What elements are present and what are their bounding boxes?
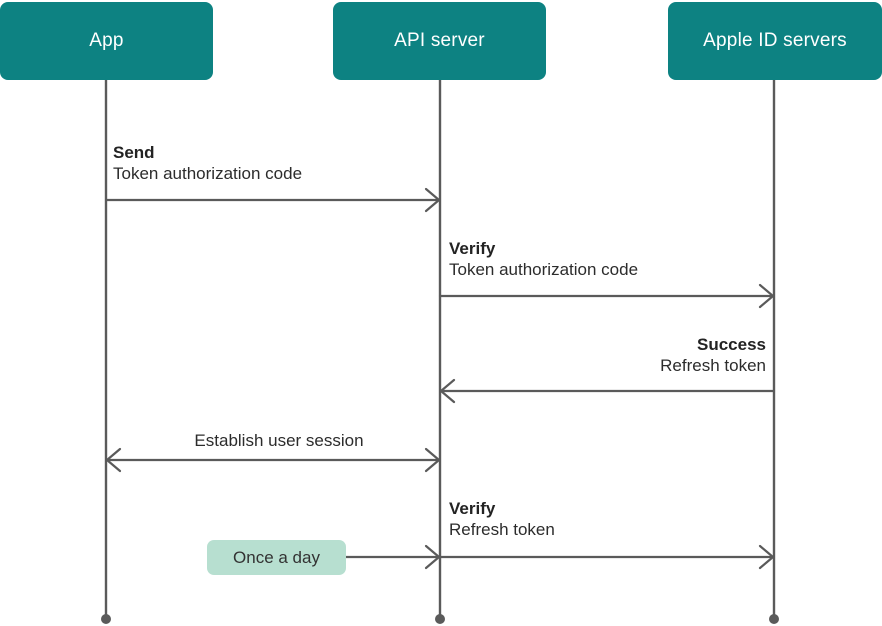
message-title-m5: Verify — [449, 499, 496, 518]
participant-app[interactable]: App — [0, 2, 213, 80]
message-title-m3: Success — [697, 335, 766, 354]
note-connector-arrow — [344, 544, 441, 570]
note-badge-once-a-day[interactable]: Once a day — [207, 540, 346, 575]
message-subtitle-m2: Token authorization code — [449, 259, 639, 279]
lifeline-end-dot-api — [435, 614, 445, 624]
message-subtitle-m1: Token authorization code — [113, 163, 303, 183]
message-title-m2: Verify — [449, 239, 496, 258]
message-subtitle-m3: Refresh token — [660, 355, 766, 375]
message-subtitle-m4: Establish user session — [194, 431, 364, 450]
participant-apple-id-servers[interactable]: Apple ID servers — [668, 2, 882, 80]
message-label-m3: Success Refresh token — [466, 335, 766, 376]
lifeline-end-dot-appleid — [769, 614, 779, 624]
message-arrow-m5 — [438, 544, 775, 570]
note-badge-label: Once a day — [233, 547, 320, 567]
participant-label-app: App — [89, 30, 124, 51]
lifeline-end-dot-app — [101, 614, 111, 624]
lifelines — [104, 80, 776, 615]
message-subtitle-m5: Refresh token — [449, 519, 555, 539]
message-title-m1: Send — [113, 143, 155, 162]
message-label-m1: Send Token authorization code — [113, 143, 302, 184]
participant-api-server[interactable]: API server — [333, 2, 546, 80]
message-label-m4: Establish user session — [129, 431, 429, 452]
message-arrow-m4 — [105, 447, 441, 473]
participant-label-apple-id-servers: Apple ID servers — [703, 30, 847, 51]
lifeline-end-dots — [101, 614, 779, 624]
participant-label-api-server: API server — [394, 30, 485, 51]
message-arrow-m2 — [438, 283, 775, 309]
message-label-m2: Verify Token authorization code — [449, 239, 638, 280]
message-label-m5: Verify Refresh token — [449, 499, 555, 540]
message-arrow-m1 — [104, 187, 441, 213]
message-arrow-m3 — [439, 378, 776, 404]
